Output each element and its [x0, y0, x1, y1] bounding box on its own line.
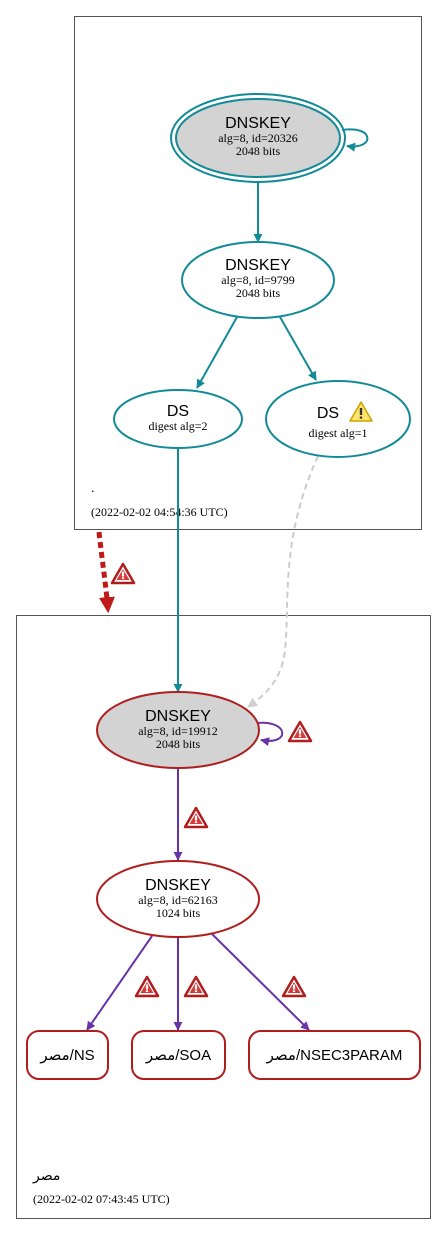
root-zsk-line2: 2048 bits [236, 286, 281, 300]
rr-ns-node[interactable]: مصر/NS [26, 1030, 109, 1080]
ns-edge-error-icon [134, 975, 160, 998]
child-ksk-line1: alg=8, id=19912 [138, 724, 218, 738]
root-zone-box [74, 16, 422, 530]
edge-ds1-to-child-ksk [247, 455, 319, 708]
insecure-delegation-edge [96, 531, 115, 614]
child-ksk-self-loop [256, 721, 284, 747]
soa-edge-error-icon [183, 975, 209, 998]
ds-alg1-line1: digest alg=1 [308, 426, 367, 440]
ds-alg2-line1: digest alg=2 [148, 419, 207, 433]
child-ksk-line2: 2048 bits [156, 737, 201, 751]
child-zone-name: مصر [32, 1167, 60, 1184]
child-ksk-loop-error-icon [287, 720, 313, 743]
ds-alg1-node[interactable]: DS digest alg=1 [265, 380, 411, 458]
root-ksk-line1: alg=8, id=20326 [218, 131, 298, 145]
child-ksk-node[interactable]: DNSKEY alg=8, id=19912 2048 bits [96, 691, 260, 769]
root-ksk-title: DNSKEY [225, 115, 291, 132]
nsec3param-edge-error-icon [281, 975, 307, 998]
rr-soa-label: مصر/SOA [145, 1047, 211, 1064]
edge-child-zsk-to-ns [86, 935, 153, 1031]
child-zsk-line1: alg=8, id=62163 [138, 893, 218, 907]
root-zsk-node[interactable]: DNSKEY alg=8, id=9799 2048 bits [181, 241, 335, 319]
ds-alg2-title: DS [167, 403, 189, 420]
delegation-error-icon [110, 562, 136, 585]
rr-nsec3param-label: مصر/NSEC3PARAM [266, 1047, 403, 1064]
root-zsk-title: DNSKEY [225, 257, 291, 274]
rr-soa-node[interactable]: مصر/SOA [131, 1030, 226, 1080]
root-zone-name: . [91, 480, 95, 495]
edge-root-zsk-to-ds2 [196, 316, 238, 389]
root-zsk-line1: alg=8, id=9799 [221, 273, 295, 287]
child-zsk-title: DNSKEY [145, 877, 211, 894]
rr-nsec3param-node[interactable]: مصر/NSEC3PARAM [248, 1030, 421, 1080]
child-zsk-node[interactable]: DNSKEY alg=8, id=62163 1024 bits [96, 860, 260, 938]
root-zone-timestamp: (2022-02-02 04:54:36 UTC) [91, 505, 228, 519]
edge-root-zsk-to-ds1 [279, 316, 317, 381]
child-ksk-to-zsk-error-icon [183, 806, 209, 829]
ds-alg1-title: DS [317, 405, 339, 422]
root-ksk-line2: 2048 bits [236, 144, 281, 158]
child-zsk-line2: 1024 bits [156, 906, 201, 920]
child-zone-timestamp: (2022-02-02 07:43:45 UTC) [33, 1192, 170, 1206]
edge-child-zsk-to-nsec3param [211, 933, 310, 1031]
ds-alg2-node[interactable]: DS digest alg=2 [113, 389, 243, 449]
root-ksk-node[interactable]: DNSKEY alg=8, id=20326 2048 bits [170, 93, 346, 183]
child-ksk-title: DNSKEY [145, 708, 211, 725]
rr-ns-label: مصر/NS [39, 1047, 94, 1064]
child-zone-box [16, 615, 431, 1219]
root-ksk-self-loop [341, 128, 369, 152]
